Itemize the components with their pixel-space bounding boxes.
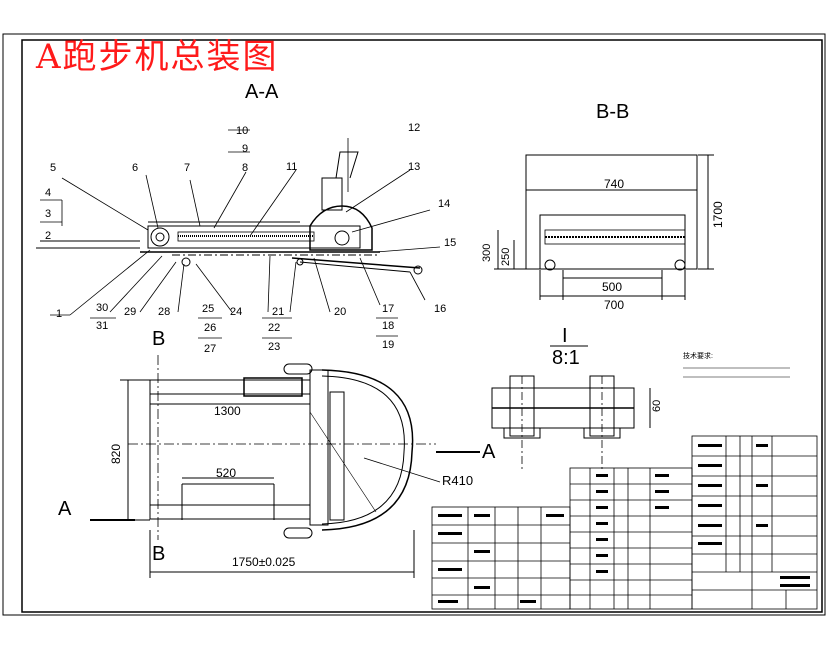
part-no: 10 [236, 125, 248, 137]
part-no: 27 [204, 343, 216, 355]
part-numbers: 1 2 3 4 5 6 7 8 9 10 11 12 13 14 15 16 1… [45, 122, 456, 355]
dim-60: 60 [651, 400, 663, 412]
detail-scale: 8:1 [552, 347, 580, 369]
dim-1300: 1300 [214, 404, 241, 418]
title-block [431, 435, 818, 610]
motor-hood [309, 205, 373, 251]
part-no: 11 [286, 161, 297, 173]
plan-guard-arc [321, 369, 414, 531]
plan-rail-bottom [149, 504, 311, 520]
part-no: 12 [408, 122, 420, 134]
dim-r410: R410 [442, 473, 473, 488]
dim-1750: 1750±0.025 [232, 555, 296, 569]
plan-view: B B A A 1300 520 820 1750±0.025 R410 [58, 328, 496, 578]
part-no: 15 [444, 237, 456, 249]
parts-list-right [691, 435, 818, 610]
dim-740: 740 [604, 177, 624, 191]
part-no: 29 [124, 306, 136, 318]
notes-heading: 技术要求: [683, 351, 713, 360]
dim-1700: 1700 [711, 201, 725, 228]
dim-300: 300 [481, 244, 493, 262]
part-no: 2 [45, 230, 51, 242]
parts-list-middle [569, 467, 693, 610]
outer-border [2, 33, 826, 616]
front-roller [150, 227, 170, 247]
part-no: 18 [382, 320, 394, 332]
section-marker-b-top: B [152, 328, 165, 350]
part-no: 28 [158, 306, 170, 318]
dim-500: 500 [602, 280, 622, 294]
dim-520: 520 [216, 466, 236, 480]
detail-label: I [562, 325, 568, 347]
section-aa-label: A-A [245, 81, 279, 103]
section-marker-a-left: A [58, 498, 72, 520]
part-no: 6 [132, 162, 138, 174]
part-no: 9 [242, 143, 248, 155]
part-no: 8 [242, 162, 248, 174]
section-marker-a-right: A [482, 441, 496, 463]
detail-i-view: I 8:1 60 技术要求: [491, 325, 790, 470]
part-no: 21 [272, 306, 284, 318]
dim-250: 250 [500, 248, 512, 266]
part-no: 23 [268, 341, 280, 353]
part-no: 1 [56, 308, 62, 320]
part-no: 25 [202, 303, 214, 315]
part-number-callouts [40, 129, 441, 316]
part-no: 24 [230, 306, 242, 318]
part-no: 31 [96, 320, 108, 332]
part-no: 26 [204, 322, 216, 334]
part-no: 4 [45, 187, 51, 199]
support-foot [181, 257, 191, 267]
part-no: 16 [434, 303, 446, 315]
part-no: 7 [184, 162, 190, 174]
parts-list-left [431, 506, 571, 610]
inner-border [21, 39, 823, 613]
plan-rail-top [149, 379, 311, 395]
part-no: 22 [268, 322, 280, 334]
section-aa-view: A-A [36, 81, 456, 355]
handle-bar [335, 151, 359, 179]
rear-roller [334, 230, 350, 246]
part-no: 20 [334, 306, 346, 318]
dim-700: 700 [604, 298, 624, 312]
part-no: 14 [438, 198, 450, 210]
section-marker-b-bottom: B [152, 543, 165, 565]
page-title: A跑步机总装图 [36, 37, 279, 77]
part-no: 19 [382, 339, 394, 351]
part-no: 3 [45, 208, 51, 220]
part-no: 17 [382, 303, 394, 315]
part-no: 5 [50, 162, 56, 174]
section-bb-label: B-B [596, 101, 629, 123]
bb-frame [525, 154, 698, 270]
handle-post [321, 177, 343, 211]
part-no: 13 [408, 161, 420, 173]
dim-820: 820 [109, 444, 123, 464]
part-no: 30 [96, 302, 108, 314]
section-bb-view: B-B 740 1700 300 250 500 700 [481, 101, 725, 312]
deck-frame [147, 225, 361, 249]
rear-wheel [413, 265, 423, 275]
